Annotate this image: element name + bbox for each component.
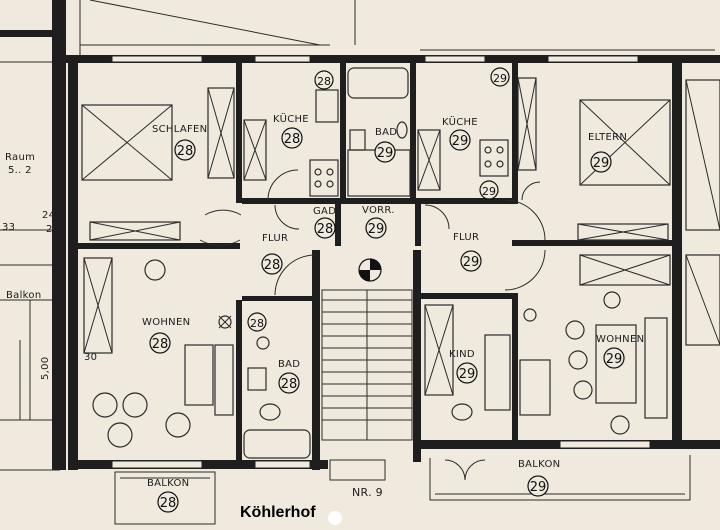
- room-label-vorr: VORR.: [362, 205, 395, 216]
- margin-note-2: 5.. 2: [8, 165, 32, 176]
- room-number-schlafen: 28: [177, 144, 194, 159]
- room-label-bad-28: BAD: [278, 359, 300, 370]
- room-schlafen: SCHLAFEN 28: [152, 124, 207, 161]
- room-number-bad-29: 29: [377, 146, 394, 161]
- room-number-wohnen-29: 29: [606, 352, 623, 367]
- room-label-balkon-28: BALKON: [147, 478, 189, 489]
- wohnen-28-furniture: [83, 257, 234, 448]
- room-label-flur-28: FLUR: [262, 233, 288, 244]
- room-tag-kueche-28: 28: [317, 75, 331, 88]
- dimension-24a: 24: [42, 210, 55, 221]
- house-number: NR. 9: [352, 486, 383, 499]
- room-kueche-28: 28 KÜCHE 28: [273, 70, 334, 149]
- room-label-eltern: ELTERN: [588, 132, 627, 143]
- margin-note-balkon: Balkon: [6, 290, 41, 301]
- dimension-5-00: 5,00: [40, 357, 51, 380]
- building-caption: Köhlerhof: [240, 504, 316, 521]
- flur-doors: [199, 199, 546, 296]
- room-kind: KIND 29: [449, 349, 478, 384]
- room-number-balkon-28: 28: [160, 496, 177, 511]
- schlafen-furniture: [81, 87, 235, 241]
- room-eltern: ELTERN 29: [588, 132, 627, 173]
- room-labels: SCHLAFEN 28 28 KÜCHE 28 BAD 29 29 KÜCHE …: [142, 67, 644, 513]
- room-number-flur-28: 28: [264, 258, 281, 273]
- room-bad-29: BAD 29: [374, 127, 397, 163]
- room-label-balkon-29: BALKON: [518, 459, 560, 470]
- dimension-33: 33: [2, 222, 15, 233]
- room-number-flur-29: 29: [463, 255, 480, 270]
- location-marker-icon: [328, 511, 342, 525]
- kueche-28-furniture: [243, 89, 339, 201]
- room-wohnen-28: WOHNEN 28: [142, 317, 190, 354]
- room-balkon-28: BALKON 28: [147, 478, 189, 513]
- room-tag-bad-28: 28: [250, 317, 264, 330]
- room-wohnen-29: WOHNEN 29: [596, 334, 644, 369]
- room-label-kueche-28: KÜCHE: [273, 112, 309, 125]
- room-number-gad: 28: [317, 222, 334, 237]
- bad-28-fixtures: [243, 336, 311, 459]
- room-label-schlafen: SCHLAFEN: [152, 124, 207, 135]
- room-number-vorr: 29: [368, 222, 385, 237]
- room-label-bad-29: BAD: [375, 127, 397, 138]
- room-flur-28: FLUR 28: [261, 233, 288, 275]
- room-label-wohnen-28: WOHNEN: [142, 317, 190, 328]
- room-number-eltern: 29: [593, 156, 610, 171]
- eltern-furniture: [521, 79, 720, 241]
- room-kueche-29: 29 KÜCHE 29 29: [442, 67, 510, 200]
- room-number-bad-28: 28: [281, 377, 298, 392]
- wohnen-29-furniture: [519, 254, 720, 435]
- room-gad: GAD 28: [313, 206, 336, 239]
- room-label-kueche-29: KÜCHE: [442, 115, 478, 128]
- room-tag-kueche-29-lower: 29: [482, 185, 496, 198]
- room-number-kueche-28: 28: [284, 132, 301, 147]
- room-bad-28: 28 BAD 28: [247, 312, 300, 394]
- margin-note-raum: Raum: [5, 152, 35, 163]
- room-label-wohnen-29: WOHNEN: [596, 334, 644, 345]
- room-number-kind: 29: [459, 367, 476, 382]
- dimension-30: 30: [84, 352, 97, 363]
- room-balkon-29: BALKON 29: [518, 459, 560, 497]
- room-label-flur-29: FLUR: [453, 232, 479, 243]
- stairwell: [321, 258, 413, 481]
- kueche-29-furniture: [417, 77, 537, 191]
- room-label-gad: GAD: [313, 206, 336, 217]
- room-number-balkon-29: 29: [530, 480, 547, 495]
- top-strip: [79, 0, 715, 55]
- windows: [111, 55, 651, 469]
- room-flur-29: FLUR 29: [453, 232, 482, 272]
- room-number-kueche-29: 29: [452, 134, 469, 149]
- room-number-wohnen-28: 28: [152, 337, 169, 352]
- balconies: [114, 455, 691, 525]
- room-vorr: VORR. 29: [362, 205, 395, 239]
- kind-furniture: [424, 304, 537, 421]
- room-tag-kueche-29: 29: [493, 72, 507, 85]
- room-label-kind: KIND: [449, 349, 475, 360]
